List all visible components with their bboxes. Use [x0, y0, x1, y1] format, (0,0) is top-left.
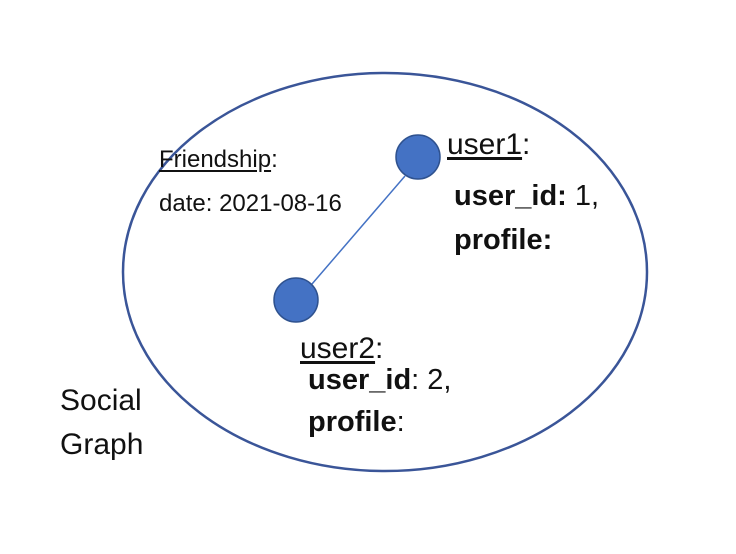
- graph-label-line1: Social: [60, 384, 142, 417]
- user2-name-colon: :: [375, 332, 384, 365]
- friendship-edge: [311, 175, 406, 285]
- user1-id-label: user_id:: [454, 180, 567, 212]
- user2-profile-colon: :: [396, 406, 405, 438]
- user2-name: user2: [300, 332, 376, 365]
- friendship-date-value: 2021-08-16: [219, 190, 342, 217]
- user2-profile-label: profile: [308, 406, 397, 438]
- user2-id-value: : 2,: [411, 364, 452, 396]
- friendship-title-text: Friendship: [159, 146, 272, 173]
- user1-node: [395, 134, 441, 180]
- user1-profile-label: profile: [454, 224, 543, 256]
- user1-profile: profile:: [454, 226, 552, 255]
- user2-profile: profile:: [308, 408, 405, 437]
- user2-id: user_id: 2,: [308, 366, 451, 395]
- graph-boundary: [121, 71, 649, 473]
- user2-node: [273, 277, 319, 323]
- friendship-title-colon: :: [271, 146, 278, 173]
- user2-title: user2:: [300, 334, 383, 364]
- friendship-title: Friendship:: [159, 148, 278, 172]
- user1-profile-colon: :: [542, 224, 553, 256]
- user1-name-colon: :: [522, 128, 531, 161]
- friendship-date-label: date:: [159, 190, 213, 217]
- user1-name: user1: [447, 128, 523, 161]
- user1-id: user_id: 1,: [454, 182, 599, 211]
- graph-label-line2: Graph: [60, 428, 144, 461]
- user1-id-value: 1,: [574, 180, 600, 212]
- user2-id-label: user_id: [308, 364, 412, 396]
- user1-title: user1:: [447, 130, 530, 160]
- friendship-date: date: 2021-08-16: [159, 192, 342, 216]
